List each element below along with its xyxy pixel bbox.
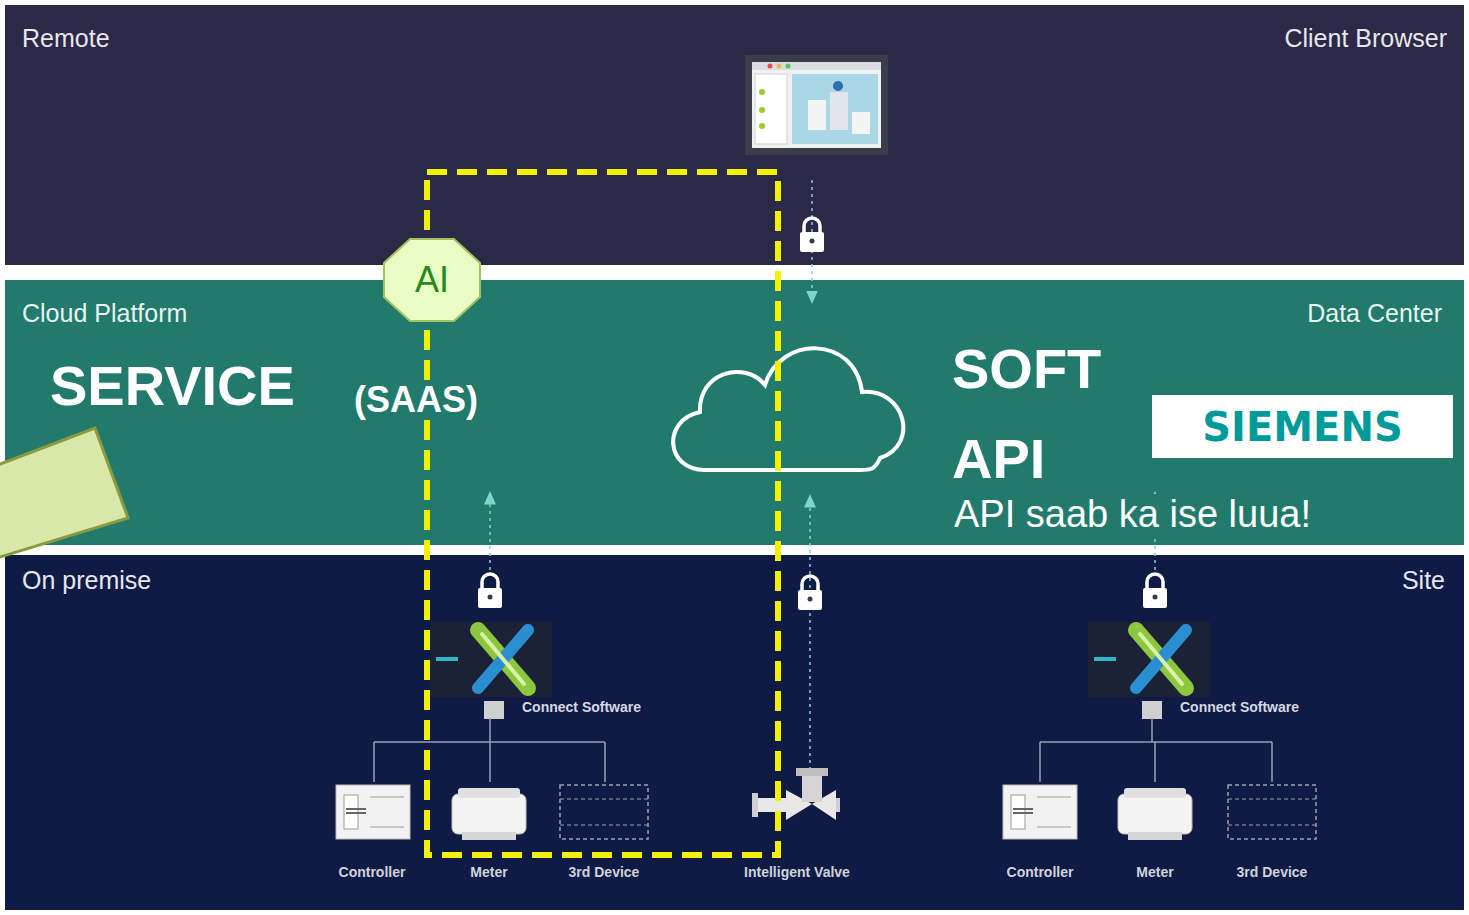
device-label: Meter: [470, 865, 507, 880]
band-title: Remote: [22, 25, 110, 53]
software-label: Connect Software: [1180, 700, 1299, 715]
band-subtitle: Data Center: [1307, 300, 1442, 328]
device-label: 3rd Device: [569, 865, 640, 880]
api-note: API saab ka ise luua!: [952, 494, 1313, 536]
saas-label: (SAAS): [352, 380, 480, 420]
api-title: API: [952, 428, 1045, 490]
band-title: Cloud Platform: [22, 300, 187, 328]
premise-band: On premise Site: [5, 555, 1464, 910]
band-subtitle: Client Browser: [1284, 25, 1447, 53]
siemens-box: SIEMENS: [1152, 395, 1453, 458]
band-subtitle: Site: [1402, 567, 1445, 595]
device-label: Controller: [339, 865, 406, 880]
software-label: Connect Software: [522, 700, 641, 715]
band-title: AI: [415, 260, 449, 300]
device-label: Meter: [1136, 865, 1173, 880]
soft-title: SOFT: [952, 338, 1101, 400]
service-title: SERVICE: [50, 355, 295, 417]
band-title: SIEMENS: [1202, 405, 1402, 449]
device-label: 3rd Device: [1237, 865, 1308, 880]
band-title: On premise: [22, 567, 151, 595]
remote-band: Remote Client Browser: [5, 5, 1464, 265]
device-label: Intelligent Valve: [744, 865, 850, 880]
ai-octagon: AI: [382, 237, 482, 323]
device-label: Controller: [1007, 865, 1074, 880]
